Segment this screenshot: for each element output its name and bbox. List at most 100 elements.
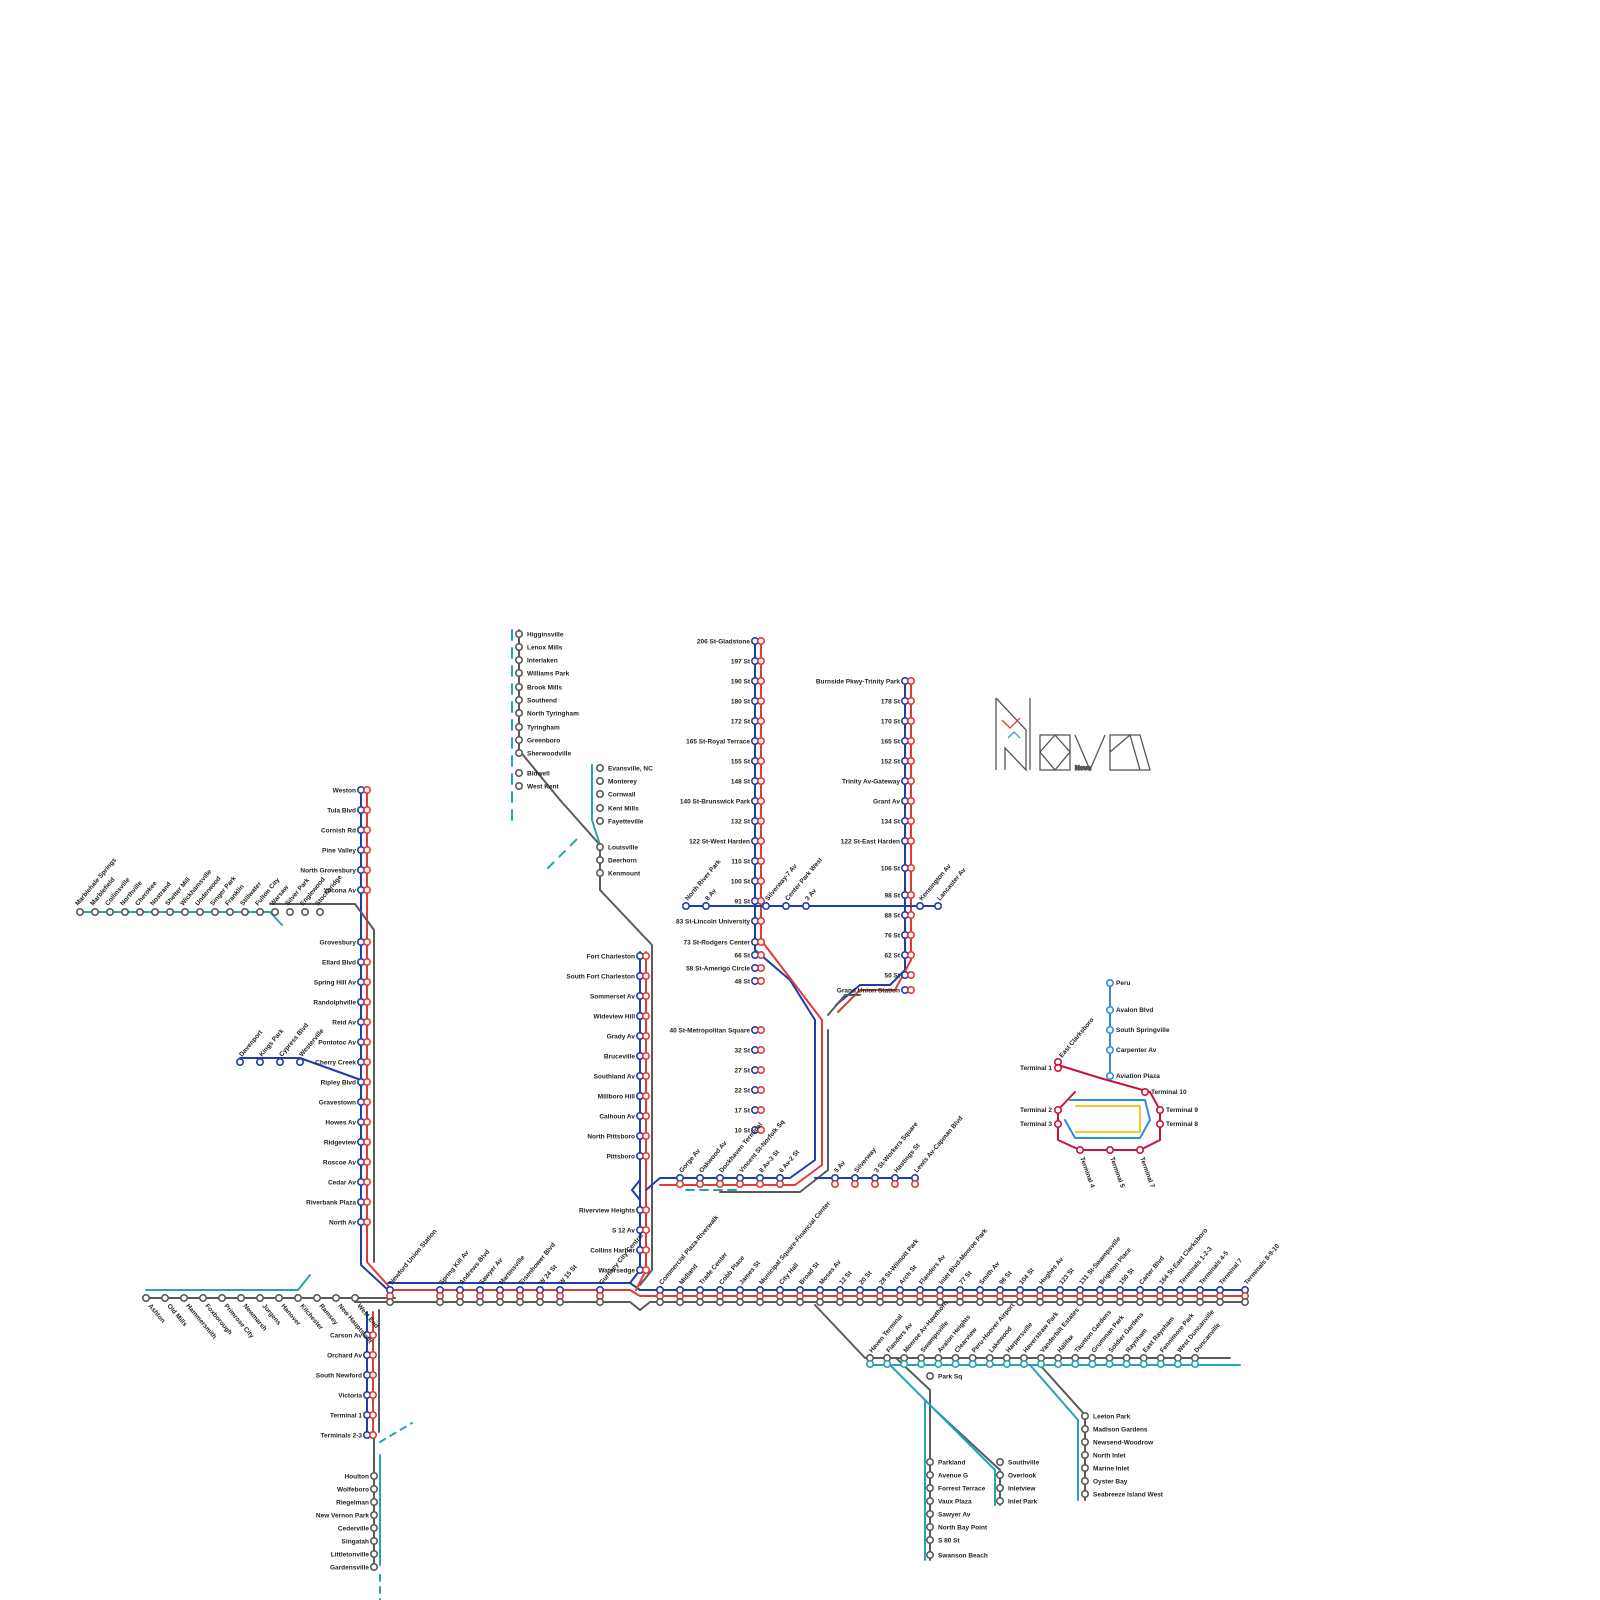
station-marker-swampsville[interactable] (918, 1361, 924, 1367)
station-marker-williams-park[interactable] (516, 670, 522, 676)
station-marker-jurgens[interactable] (257, 1295, 263, 1301)
station-marker-avalon-heights[interactable] (935, 1361, 941, 1367)
station-marker-englewood[interactable] (302, 909, 308, 915)
station-marker-arch-st[interactable] (897, 1299, 903, 1305)
station-marker-fulton-city[interactable] (257, 909, 263, 915)
station-marker-davenport[interactable] (237, 1059, 243, 1065)
station-marker-northville[interactable] (122, 909, 128, 915)
station-marker-terminal-7[interactable] (1217, 1299, 1223, 1305)
station-marker-cypress-blvd[interactable] (277, 1059, 283, 1065)
station-marker-122-st-east-harden[interactable] (908, 838, 914, 844)
station-marker-flanders-av[interactable] (884, 1361, 890, 1367)
station-marker-howes-av[interactable] (364, 1119, 370, 1125)
station-marker-tyringham[interactable] (516, 724, 522, 730)
station-marker-ramsey[interactable] (314, 1295, 320, 1301)
station-marker-new-vernon-park[interactable] (371, 1512, 377, 1518)
station-marker-48-st[interactable] (758, 978, 764, 984)
station-marker-reid-av[interactable] (364, 1019, 370, 1025)
station-marker-s-80-st[interactable] (927, 1537, 933, 1543)
station-marker-197-st[interactable] (758, 658, 764, 664)
station-marker-shelter-mill[interactable] (167, 909, 173, 915)
station-marker-roscoe-av[interactable] (364, 1159, 370, 1165)
station-marker-riverview-heights[interactable] (643, 1207, 649, 1213)
station-marker-spring-kill-av[interactable] (437, 1299, 443, 1305)
station-marker-5-av[interactable] (832, 1181, 838, 1187)
station-marker-overlook[interactable] (997, 1472, 1003, 1478)
station-marker-commercial-plaza-riverwalk[interactable] (657, 1299, 663, 1305)
station-marker-calhoun-av[interactable] (643, 1113, 649, 1119)
station-marker-terminal-1[interactable] (370, 1412, 376, 1418)
station-marker-sommerset-av[interactable] (643, 993, 649, 999)
station-marker-152-st[interactable] (908, 758, 914, 764)
station-marker-123-st[interactable] (1057, 1299, 1063, 1305)
station-marker-west-kent[interactable] (516, 783, 522, 789)
station-marker-orchard-av[interactable] (370, 1352, 376, 1358)
station-marker-kilchester[interactable] (295, 1295, 301, 1301)
station-marker-22-st[interactable] (758, 1087, 764, 1093)
station-marker-88-st[interactable] (908, 912, 914, 918)
station-marker-southend[interactable] (516, 697, 522, 703)
station-marker-james-st[interactable] (737, 1299, 743, 1305)
station-marker-smith-av[interactable] (977, 1299, 983, 1305)
station-marker-stockbridge[interactable] (317, 909, 323, 915)
station-marker-interlaken[interactable] (516, 657, 522, 663)
station-marker-32-st[interactable] (758, 1047, 764, 1053)
station-marker-bruceville[interactable] (643, 1053, 649, 1059)
station-marker-grant-av[interactable] (908, 798, 914, 804)
station-marker-150-st[interactable] (1117, 1299, 1123, 1305)
station-marker-north-tyringham[interactable] (516, 710, 522, 716)
station-marker-north-grovesbury[interactable] (364, 867, 370, 873)
station-marker-halifax[interactable] (1055, 1361, 1061, 1367)
station-marker-newsend-woodrow[interactable] (1082, 1439, 1088, 1445)
station-marker-west-duncanville[interactable] (1175, 1361, 1181, 1367)
station-marker-andrews-blvd[interactable] (457, 1299, 463, 1305)
station-marker-lancaster-av[interactable] (935, 903, 941, 909)
station-marker-foxborough[interactable] (200, 1295, 206, 1301)
station-marker-north-river-park[interactable] (683, 903, 689, 909)
station-marker-cederville[interactable] (371, 1525, 377, 1531)
station-marker-3-st-workers-square[interactable] (872, 1181, 878, 1187)
station-marker-peru-hoover-airport[interactable] (969, 1361, 975, 1367)
station-marker-leeton-park[interactable] (1082, 1413, 1088, 1419)
station-marker-terminal-1[interactable] (1055, 1065, 1061, 1071)
station-marker-hastings-st[interactable] (892, 1181, 898, 1187)
station-marker-178-st[interactable] (908, 698, 914, 704)
station-marker-180-st[interactable] (758, 698, 764, 704)
station-marker-south-springville[interactable] (1107, 1027, 1113, 1033)
station-marker-parkland[interactable] (927, 1459, 933, 1465)
station-marker-inlet-park[interactable] (997, 1498, 1003, 1504)
station-marker-17-st[interactable] (758, 1107, 764, 1113)
station-marker-collins-harbor[interactable] (643, 1247, 649, 1253)
station-marker-haverstraw-park[interactable] (1021, 1361, 1027, 1367)
station-marker-city-hall[interactable] (777, 1299, 783, 1305)
station-marker-kings-park[interactable] (257, 1059, 263, 1065)
station-marker-randolphville[interactable] (364, 999, 370, 1005)
station-marker-106-st[interactable] (908, 865, 914, 871)
station-marker-newford-union-station[interactable] (387, 1299, 393, 1305)
station-marker-monterey[interactable] (597, 778, 603, 784)
station-marker-south-newford[interactable] (370, 1372, 376, 1378)
station-marker-louisville[interactable] (597, 844, 603, 850)
station-marker-littletonville[interactable] (371, 1551, 377, 1557)
station-marker-north-pittsboro[interactable] (643, 1133, 649, 1139)
station-marker-76-st[interactable] (908, 932, 914, 938)
station-marker-6-av-2-st[interactable] (777, 1181, 783, 1187)
station-marker-w-24-st[interactable] (537, 1299, 543, 1305)
station-marker-terminal-8[interactable] (1157, 1121, 1163, 1127)
station-marker-swanson-beach[interactable] (927, 1552, 933, 1558)
station-marker-pittsboro[interactable] (643, 1153, 649, 1159)
station-marker-westerville[interactable] (297, 1059, 303, 1065)
station-marker-soldier-gardens[interactable] (1106, 1361, 1112, 1367)
station-marker-grovesbury[interactable] (364, 939, 370, 945)
station-marker-terminals-4-5[interactable] (1197, 1299, 1203, 1305)
station-marker-gardensville[interactable] (371, 1564, 377, 1570)
station-marker-96-st[interactable] (997, 1299, 1003, 1305)
station-marker-clearview[interactable] (952, 1361, 958, 1367)
station-marker-avenue-g[interactable] (927, 1472, 933, 1478)
station-marker-8-av[interactable] (703, 903, 709, 909)
station-marker-62-st[interactable] (908, 952, 914, 958)
station-marker-terminal-3[interactable] (1055, 1121, 1061, 1127)
station-marker-terminals-8-9-10[interactable] (1242, 1299, 1248, 1305)
station-marker-silverway-7-av[interactable] (763, 903, 769, 909)
station-marker-warsaw[interactable] (272, 909, 278, 915)
